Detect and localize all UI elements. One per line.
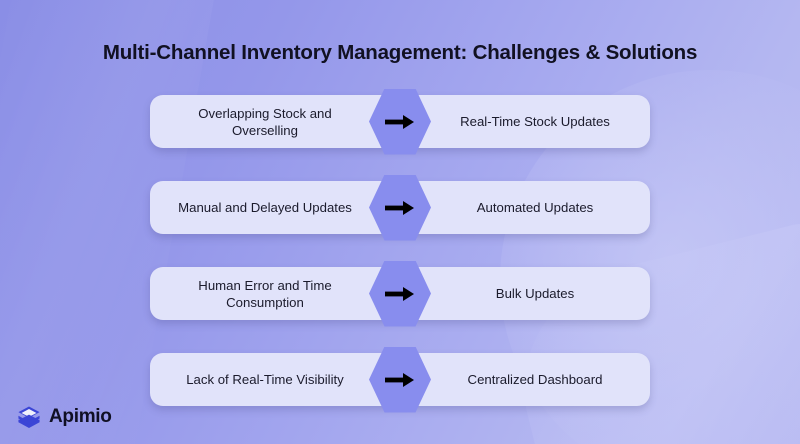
- hexagon-badge: [369, 260, 431, 327]
- challenge-label: Manual and Delayed Updates: [178, 200, 352, 215]
- right-arrow-icon: [385, 200, 415, 216]
- right-arrow-icon: [385, 114, 415, 130]
- list-item: Human Error and Time Consumption Bulk Up…: [150, 260, 650, 327]
- solution-label: Centralized Dashboard: [467, 372, 603, 387]
- solution-label: Bulk Updates: [495, 286, 575, 301]
- brand-logo: Apimio: [16, 404, 112, 430]
- solution-label: Automated Updates: [476, 200, 594, 215]
- right-arrow-icon: [385, 372, 415, 388]
- challenge-solution-list: Overlapping Stock and Overselling Real-T…: [150, 88, 650, 413]
- page-title: Multi-Channel Inventory Management: Chal…: [102, 41, 698, 64]
- list-item: Lack of Real-Time Visibility Centralized…: [150, 346, 650, 413]
- challenge-label: Overlapping Stock and Overselling: [198, 105, 332, 138]
- challenge-label: Lack of Real-Time Visibility: [186, 372, 344, 387]
- list-item: Overlapping Stock and Overselling Real-T…: [150, 88, 650, 155]
- list-item: Manual and Delayed Updates Automated Upd…: [150, 174, 650, 241]
- stacked-layers-icon: [16, 404, 42, 430]
- hexagon-badge: [369, 88, 431, 155]
- right-arrow-icon: [385, 286, 415, 302]
- hexagon-badge: [369, 174, 431, 241]
- solution-label: Real-Time Stock Updates: [460, 114, 610, 129]
- hexagon-badge: [369, 346, 431, 413]
- brand-name: Apimio: [49, 406, 112, 427]
- challenge-label: Human Error and Time Consumption: [198, 277, 332, 310]
